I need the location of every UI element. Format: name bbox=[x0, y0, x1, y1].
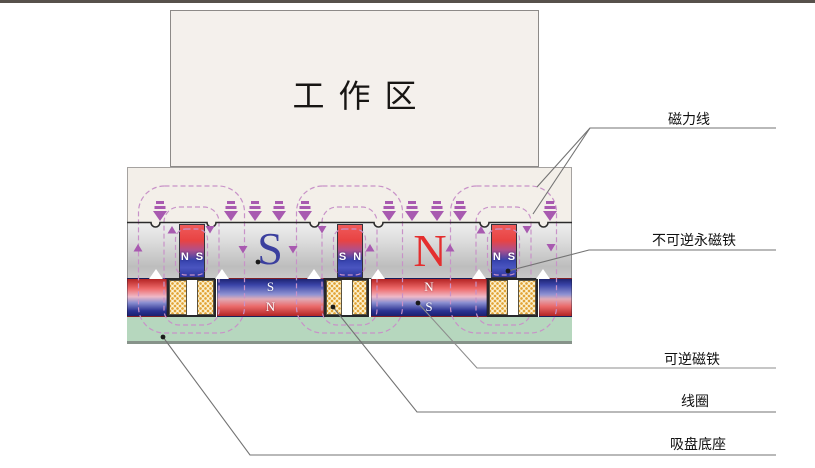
north-pole-letter: N bbox=[413, 225, 447, 276]
separator-triangle-icon bbox=[371, 269, 385, 279]
reversible-magnet-right-edge bbox=[539, 278, 572, 317]
separator-triangle-icon bbox=[215, 269, 229, 279]
coil-winding-icon bbox=[196, 280, 214, 315]
magnet-pole-letter: S bbox=[338, 251, 347, 263]
magnet-pole-letter: N bbox=[180, 251, 189, 263]
separator-triangle-icon bbox=[149, 269, 163, 279]
workpiece-label: 工作区 bbox=[292, 78, 431, 114]
magnet-pole-letter: S bbox=[425, 299, 433, 314]
workpiece-box: 工作区 bbox=[170, 10, 539, 167]
separator-triangle-icon bbox=[536, 269, 550, 279]
separator-triangle-icon bbox=[307, 269, 321, 279]
magnet-pole-letter: N bbox=[353, 251, 362, 263]
callout-chuck-base: 吸盘底座 bbox=[670, 438, 726, 453]
coil-2 bbox=[324, 278, 369, 317]
coil-winding-icon bbox=[169, 280, 187, 315]
magnet-pole-letter: N bbox=[265, 299, 276, 314]
top-rule bbox=[0, 0, 815, 3]
magnet-pole-letter: N bbox=[424, 279, 434, 294]
airgap-box bbox=[127, 167, 572, 223]
coil-winding-icon bbox=[326, 280, 342, 315]
south-pole-letter: S bbox=[257, 223, 283, 274]
callout-irreversible-magnet: 不可逆永磁铁 bbox=[652, 234, 736, 249]
callout-coil: 线圈 bbox=[681, 395, 709, 410]
coil-winding-icon bbox=[351, 280, 367, 315]
coil-1 bbox=[167, 278, 216, 317]
reversible-magnet-north: N S bbox=[371, 278, 487, 317]
reversible-magnet-left-edge bbox=[127, 278, 167, 317]
magnet-pole-letter: S bbox=[195, 251, 204, 263]
coil-winding-icon bbox=[489, 280, 508, 315]
magnet-pole-letter: S bbox=[266, 279, 275, 294]
reversible-magnet-south: S N bbox=[217, 278, 324, 317]
callout-field-lines: 磁力线 bbox=[668, 113, 710, 128]
callout-reversible-magnet: 可逆磁铁 bbox=[664, 353, 720, 368]
separator-triangle-icon bbox=[472, 269, 486, 279]
coil-3 bbox=[487, 278, 538, 317]
magnet-pole-letter: N bbox=[492, 251, 501, 263]
magnet-pole-letter: S bbox=[507, 251, 516, 263]
coil-winding-icon bbox=[517, 280, 536, 315]
chuck-base bbox=[127, 317, 572, 344]
